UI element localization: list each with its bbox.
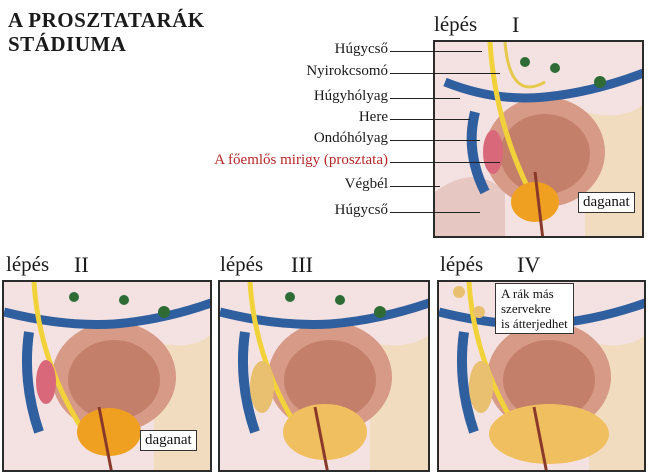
stage-1-tumor-label: daganat (578, 192, 635, 213)
leader-line-bladder (390, 98, 460, 99)
label-urethra-bottom: Húgycső (334, 202, 388, 218)
page-title: A PROSZTATARÁK STÁDIUMA (8, 8, 205, 56)
label-testicle: Here (358, 109, 388, 125)
stage-4-note-line-1: A rák más (501, 286, 554, 301)
stage-2-tumor-label: daganat (140, 430, 197, 451)
stage-4-word: lépés (440, 252, 484, 276)
title-line-2: STÁDIUMA (8, 32, 127, 56)
label-seminal-vesicle: Ondóhólyag (313, 130, 388, 146)
label-prostate: A főemlős mirigy (prosztata) (214, 152, 388, 168)
stage-4-note-line-3: is átterjedhet (501, 316, 568, 331)
label-urethra-top: Húgycső (334, 41, 388, 57)
stage-3-number: III (291, 252, 313, 277)
stage-1-word: lépés (434, 12, 478, 36)
stage-3-word: lépés (220, 252, 264, 276)
title-line-1: A PROSZTATARÁK (8, 8, 205, 32)
stage-3-anatomy-illustration (220, 282, 428, 470)
leader-line-lymph-node (390, 73, 500, 74)
leader-line-urethra-top (390, 51, 482, 52)
stage-4-number: IV (517, 252, 541, 277)
leader-line-urethra-bottom (390, 212, 480, 213)
stage-4-note-line-2: szervekre (501, 301, 551, 316)
leader-line-prostate (390, 162, 500, 163)
leader-line-seminal-vesicle (390, 140, 480, 141)
stage-2-word: lépés (6, 252, 50, 276)
label-rectum: Végbél (344, 176, 388, 192)
stage-1-number: I (512, 12, 520, 37)
stage-4-note: A rák más szervekre is átterjedhet (495, 283, 574, 334)
stage-2-anatomy-illustration (4, 282, 210, 470)
stage-2-number: II (74, 252, 89, 277)
label-bladder: Húgyhólyag (313, 88, 388, 104)
stage-3-panel (218, 280, 430, 472)
label-lymph-node: Nyirokcsomó (306, 63, 388, 79)
leader-line-rectum (390, 186, 440, 187)
leader-line-testicle (390, 119, 470, 120)
